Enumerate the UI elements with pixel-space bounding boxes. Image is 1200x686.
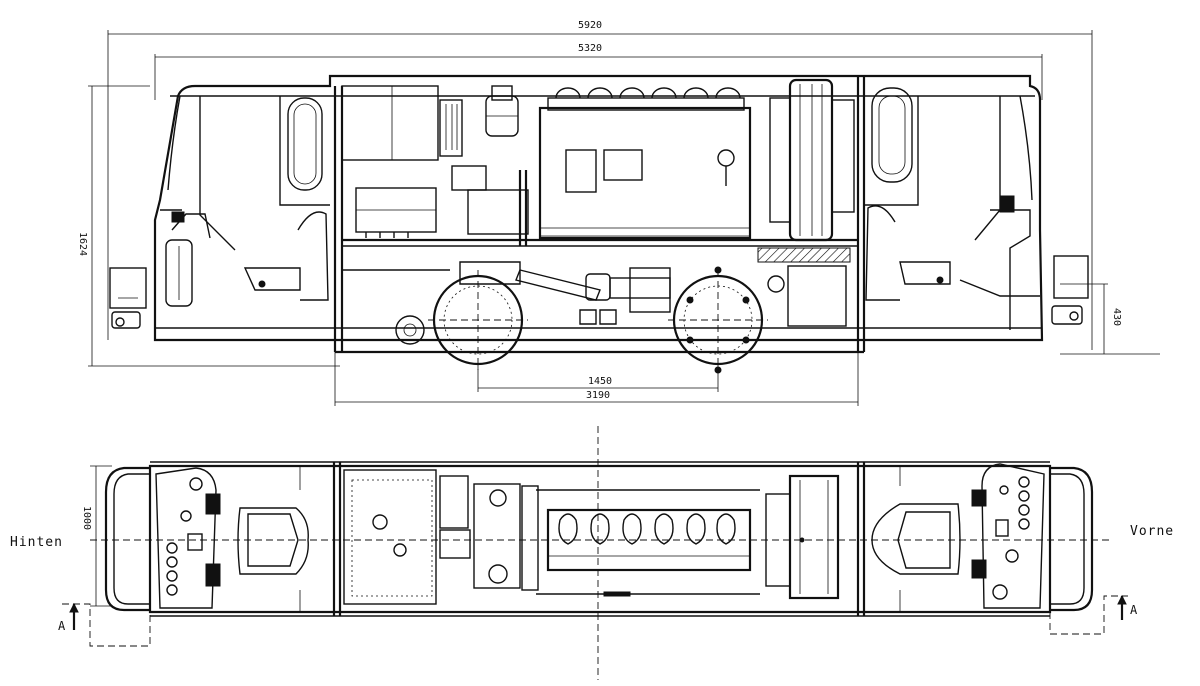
dimension-overall-length: 5920 (107, 20, 1093, 350)
dim-1450-label: 1450 (588, 376, 612, 387)
rear-buffer (109, 267, 147, 329)
diesel-engine-plan (546, 508, 752, 572)
dim-5920-label: 5920 (578, 20, 602, 31)
front-handle-bottom (971, 559, 987, 579)
plan-front-end (871, 463, 1094, 612)
gearbox (355, 165, 529, 246)
dimension-body-length: 5320 (154, 43, 1043, 100)
dimension-engine-bay: 3190 (334, 352, 859, 406)
front-cab-window (871, 87, 913, 183)
side-elevation: 5920 5320 1624 430 (77, 20, 1160, 406)
generator (769, 78, 855, 242)
front-control-desk (981, 463, 1045, 609)
front-wheelset (668, 266, 768, 374)
diesel-engine-side (538, 87, 752, 240)
dim-3190-label: 3190 (586, 390, 610, 401)
plan-body-outline (148, 461, 1052, 617)
rear-control-desk (155, 467, 217, 609)
dim-1000-label: 1000 (81, 506, 92, 530)
section-a-right-label: A (1130, 603, 1138, 617)
rear-handle-top (205, 493, 221, 515)
rear-cab (109, 95, 330, 329)
rear-cab-window (287, 97, 323, 191)
front-handle-top (971, 489, 987, 507)
rear-handle-bottom (205, 563, 221, 587)
plan-rear-end (104, 466, 309, 612)
front-driver-seat (865, 205, 951, 301)
engine-compartment (341, 78, 858, 271)
rear-wheelset (395, 270, 528, 370)
dim-5320-label: 5320 (578, 43, 602, 54)
dimension-wheelbase: 1450 (477, 364, 719, 392)
section-marker-right: A (1049, 594, 1138, 635)
front-console (959, 195, 1040, 330)
dimension-floor-height: 430 (1060, 283, 1160, 355)
front-seat-plan (871, 503, 961, 575)
dim-430-label: 430 (1111, 308, 1122, 326)
plan-view: 1000 (58, 426, 1138, 680)
generator-plan (788, 474, 840, 600)
dimension-width: 1000 (81, 465, 112, 607)
gearbox-flange (372, 514, 388, 530)
side-body-outline (153, 74, 1044, 354)
cooling-fan (485, 85, 519, 137)
dimension-height: 1624 (77, 85, 340, 367)
rear-label: Hinten (10, 535, 63, 550)
front-label: Vorne (1130, 524, 1175, 539)
rear-console (165, 211, 211, 307)
front-buffer (1051, 255, 1089, 325)
plan-engine-room (343, 469, 840, 605)
section-a-left-label: A (58, 619, 66, 633)
front-cab (864, 87, 1089, 330)
dim-1624-label: 1624 (77, 232, 88, 256)
section-marker-left: A (58, 602, 151, 647)
radiator (439, 99, 463, 157)
cardan-shafts (459, 247, 851, 327)
rear-driver-seat (243, 211, 329, 301)
rear-seat-plan (237, 507, 309, 575)
